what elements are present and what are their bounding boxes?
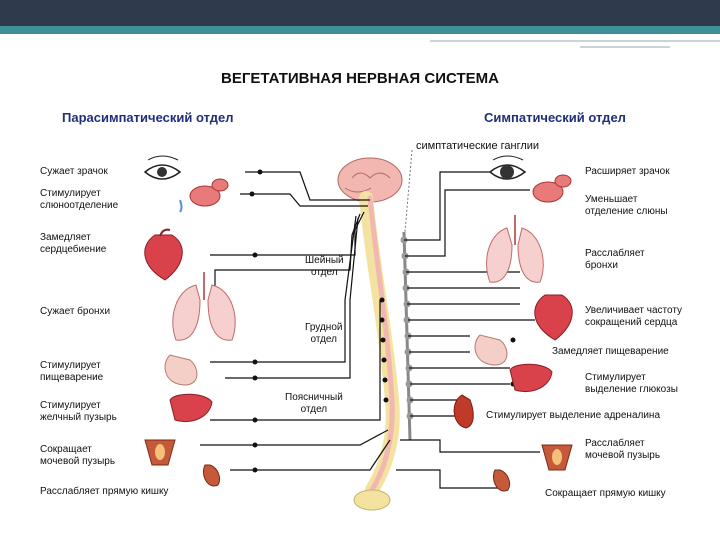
ganglia-label: симптатические ганглии: [416, 140, 540, 152]
right-effect-pupil: Расширяет зрачок: [585, 166, 670, 177]
ganglion-node: [403, 316, 411, 324]
lumbar-label: Поясничный отдел: [285, 392, 343, 415]
decor-line: [580, 46, 670, 48]
left-effect-digestion: Стимулирует пищеварение: [40, 360, 104, 383]
nerve-junctions: [249, 169, 516, 473]
brain-spine-icon: [337, 157, 403, 511]
right-effect-glucose: Стимулирует выделение глюкозы: [585, 372, 678, 395]
page-title: ВЕГЕТАТИВНАЯ НЕРВНАЯ СИСТЕМА: [221, 70, 499, 87]
ganglion-node: [404, 348, 412, 356]
right-effect-heart: Увеличивает частоту сокращений сердца: [585, 305, 683, 328]
ganglion-node: [405, 380, 413, 388]
left-effect-gallbladder: Стимулирует желчный пузырь: [40, 400, 117, 423]
stomach-icon: [164, 354, 198, 386]
lungs-icon: [486, 215, 544, 283]
ganglion-node: [402, 284, 410, 292]
cervical-label: Шейный отдел: [305, 255, 344, 278]
left-effect-saliva: Стимулирует слюноотделение: [40, 188, 119, 211]
right-effect-adrenaline: Стимулирует выделение адреналина: [486, 410, 661, 421]
eye-icon: [143, 155, 182, 180]
kidney-icon: [453, 394, 474, 429]
right-effect-saliva: Уменьшает отделение слюны: [585, 194, 668, 217]
heart-icon: [144, 228, 183, 281]
heart-icon: [534, 294, 573, 341]
left-effect-pupil: Сужает зрачок: [40, 166, 108, 177]
eye-icon: [488, 155, 527, 180]
bladder-icon: [144, 439, 176, 466]
right-effect-bronchi: Расслабляет бронхи: [585, 248, 645, 271]
parasympathetic-nerves: [200, 171, 391, 471]
left-effect-bronchi: Сужает бронхи: [40, 306, 111, 317]
right-effect-bladder: Расслабляет мочевой пузырь: [585, 438, 661, 461]
rectum-icon: [203, 464, 221, 487]
salivary-gland-icon: [532, 174, 572, 203]
liver-icon: [169, 393, 213, 423]
lungs-icon: [172, 272, 236, 341]
right-effect-digestion: Замедляет пищеварение: [552, 346, 669, 357]
left-effect-rectum: Расслабляет прямую кишку: [40, 486, 169, 497]
header-accent-bar: [0, 26, 720, 34]
left-effect-heart: Замедляет сердцебиение: [40, 232, 107, 255]
rectum-icon: [493, 469, 511, 492]
stomach-icon: [474, 334, 508, 366]
sympathetic-nerves: [396, 171, 540, 489]
salivary-gland-icon: [179, 178, 229, 213]
decor-line: [430, 40, 720, 42]
liver-icon: [509, 363, 553, 393]
thoracic-label: Грудной отдел: [305, 322, 343, 345]
sympathetic-header: Симпатический отдел: [484, 110, 626, 125]
header-bar: [0, 0, 720, 26]
left-effect-bladder: Сокращает мочевой пузырь: [40, 444, 116, 467]
right-effect-rectum: Сокращает прямую кишку: [545, 488, 666, 499]
parasympathetic-header: Парасимпатический отдел: [62, 110, 234, 125]
bladder-icon: [541, 444, 573, 471]
